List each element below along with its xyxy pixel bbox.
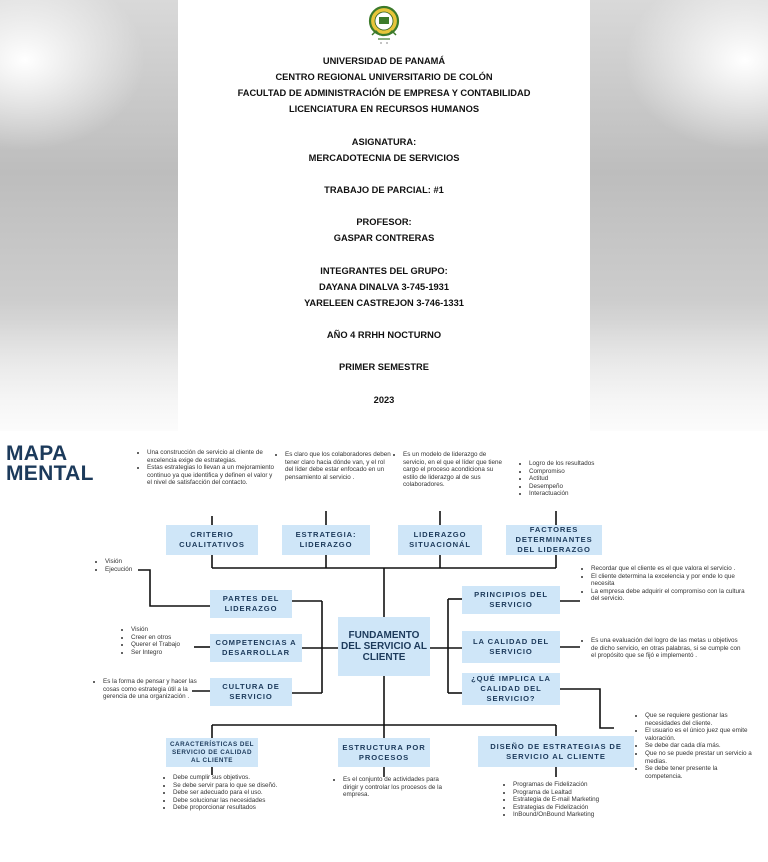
course-year: AÑO 4 RRHH NOCTURNO (326, 330, 442, 340)
professor-name: GASPAR CONTRERAS (333, 233, 435, 243)
map-title: MAPA MENTAL (6, 442, 94, 485)
notes-caracteristicas: Debe cumplir sus objetivos. Se debe serv… (164, 774, 323, 812)
connector-lines (138, 511, 614, 777)
topic-principios-servicio: PRINCIPIOS DEL SERVICIO (462, 586, 560, 614)
notes-partes-liderazgo: Visión Ejecución (96, 558, 155, 573)
topic-cultura-servicio: CULTURA DE SERVICIO (210, 678, 292, 706)
work-title: TRABAJO DE PARCIAL: #1 (324, 185, 444, 195)
cover-page: UNIVERSIDAD DE PANAMÁ CENTRO REGIONAL UN… (178, 0, 590, 431)
subject-name: MERCADOTECNIA DE SERVICIOS (308, 153, 460, 163)
notes-liderazgo-situacional: Es un modelo de liderazgo de servicio, e… (394, 451, 507, 489)
notes-diseno-estrategias: Programas de Fidelización Programa de Le… (504, 781, 623, 819)
center-topic: FUNDAMENTO DEL SERVICIO AL CLIENTE (338, 617, 430, 676)
topic-partes-liderazgo: PARTES DEL LIDERAZGO (210, 590, 292, 618)
topic-criterio-cualitativos: CRITERIO CUALITATIVOS (166, 525, 258, 555)
notes-estructura-procesos: Es el conjunto de actividades para dirig… (334, 776, 451, 799)
topic-competencias: COMPETENCIAS A DESARROLLAR (210, 634, 302, 662)
member-1: DAYANA DINALVA 3-745-1931 (318, 282, 450, 292)
members-label: INTEGRANTES DEL GRUPO: (320, 266, 448, 276)
topic-diseno-estrategias: DISEÑO DE ESTRATEGIAS DE SERVICIO AL CLI… (478, 736, 634, 767)
notes-estrategia-liderazgo: Es claro que los colaboradores deben ten… (276, 451, 393, 481)
topic-estructura-procesos: ESTRUCTURA POR PROCESOS (338, 738, 430, 767)
subject-label: ASIGNATURA: (351, 137, 417, 147)
university-name: UNIVERSIDAD DE PANAMÁ (322, 56, 446, 66)
notes-competencias: Visión Creer en otros Querer el Trabajo … (122, 626, 205, 656)
notes-principios-servicio: Recordar que el cliente es el que valora… (582, 565, 749, 603)
notes-criterio-cualitativos: Una construcción de servicio al cliente … (138, 449, 275, 487)
cover-background: UNIVERSIDAD DE PANAMÁ CENTRO REGIONAL UN… (0, 0, 768, 431)
notes-calidad-servicio: Es una evaluación del logro de las metas… (582, 637, 741, 660)
topic-que-implica: ¿QUÉ IMPLICA LA CALIDAD DEL SERVICIO? (462, 673, 560, 705)
faculty-name: FACULTAD DE ADMINISTRACIÓN DE EMPRESA Y … (237, 88, 531, 98)
topic-liderazgo-situacional: LIDERAZGO SITUACIONÁL (398, 525, 482, 555)
notes-que-implica: Que se requiere gestionar las necesidade… (636, 712, 755, 780)
topic-estrategia-liderazgo: ESTRATEGIA: LIDERAZGO (282, 525, 370, 555)
topic-calidad-servicio: LA CALIDAD DEL SERVICIO (462, 631, 560, 663)
member-2: YARELEEN CASTREJON 3-746-1331 (304, 298, 464, 308)
semester: PRIMER SEMESTRE (339, 362, 429, 372)
professor-label: PROFESOR: (356, 217, 412, 227)
topic-factores-determinantes: FACTORES DETERMINANTES DEL LIDERAZGO (506, 525, 602, 555)
notes-cultura-servicio: Es la forma de pensar y hacer las cosas … (94, 678, 203, 701)
year: 2023 (373, 395, 395, 405)
university-seal-icon (368, 5, 400, 44)
mind-map: MAPA MENTAL FUNDAMENTO DEL SERVICIO AL C… (0, 431, 768, 862)
degree-name: LICENCIATURA EN RECURSOS HUMANOS (288, 104, 480, 114)
notes-factores-determinantes: Logro de los resultados Compromiso Actit… (520, 460, 625, 498)
regional-center: CENTRO REGIONAL UNIVERSITARIO DE COLÓN (275, 72, 493, 82)
topic-caracteristicas: CARACTERÍSTICAS DEL SERVICIO DE CALIDAD … (166, 738, 258, 767)
